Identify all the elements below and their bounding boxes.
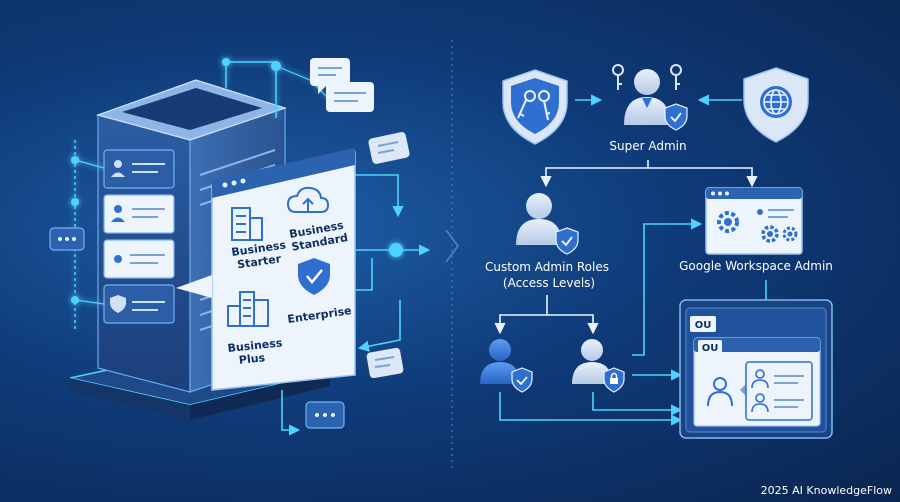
- chat-bubble-icon: [305, 401, 345, 429]
- admin-user-blue-icon: [480, 339, 533, 393]
- chat-bubble-icon: [310, 58, 350, 94]
- admin-user-white-icon: [572, 339, 625, 393]
- building-icon: [231, 207, 263, 241]
- custom-admin-roles-label: Custom Admin Roles: [485, 260, 609, 274]
- user-card-3: [103, 239, 175, 279]
- super-admin-label: Super Admin: [609, 139, 686, 153]
- workspace-admin-label: Google Workspace Admin: [679, 259, 833, 273]
- buildings-icon: [227, 291, 269, 327]
- section-divider: [445, 40, 459, 470]
- keys-shield-icon: [502, 69, 568, 145]
- gear-icon: [782, 226, 798, 242]
- shield-check-icon: [664, 103, 688, 131]
- plan-starter-line2: Starter: [236, 252, 282, 271]
- globe-shield-icon: [743, 67, 809, 143]
- cloud-upload-icon: [286, 186, 330, 213]
- chat-bubble-icon: [326, 82, 374, 112]
- key-icon: [612, 64, 682, 90]
- shield-icon: [110, 295, 126, 313]
- svg-text:Business Plus: Business Plus: [227, 336, 288, 368]
- plan-business-starter: Business Starter: [231, 207, 293, 272]
- ou-inner-container: OU: [693, 337, 821, 427]
- gear-icon: [761, 225, 779, 243]
- plan-business-plus: Business Plus: [227, 291, 288, 368]
- ou-inner-label: OU: [702, 343, 719, 354]
- user-icon: [751, 393, 769, 413]
- access-levels-label: (Access Levels): [503, 276, 595, 290]
- user-card-1: [103, 149, 175, 189]
- user-icon: [707, 377, 733, 407]
- shield-check-icon: [511, 367, 533, 393]
- shield-check-icon: [555, 227, 579, 255]
- user-card-2: [103, 194, 175, 234]
- user-icon: [114, 160, 122, 168]
- svg-text:Business Starter: Business Starter: [231, 238, 293, 272]
- arrow-to-workspace: [632, 218, 703, 356]
- user-icon: [751, 369, 769, 389]
- custom-roles-connectors: [494, 295, 599, 335]
- workspace-admin-window: [705, 187, 803, 255]
- user-icon: [114, 255, 122, 263]
- gear-icon: [717, 211, 739, 233]
- plan-plus-line2: Plus: [238, 351, 266, 367]
- super-admin-connectors: [540, 160, 758, 188]
- chat-bubble-icon: [366, 347, 404, 379]
- shield-check-icon: [298, 258, 330, 295]
- chat-bubble-icon: [49, 227, 85, 251]
- hub-node: [389, 243, 403, 257]
- chat-bubble-icon: [368, 132, 410, 164]
- user-card-4: [103, 284, 175, 324]
- user-to-ou-connectors: [499, 369, 683, 426]
- custom-admin-icon: [516, 193, 579, 255]
- plan-plus-line1: Business: [227, 336, 283, 355]
- super-admin-icon: [612, 64, 688, 131]
- user-icon: [114, 205, 122, 213]
- ou-outer-label: OU: [695, 320, 712, 331]
- connector-nodes-left: [71, 140, 105, 330]
- user-list-card: [745, 361, 813, 421]
- plan-connectors: [281, 174, 431, 436]
- footer-credit: 2025 AI KnowledgeFlow: [761, 484, 892, 497]
- globe-icon: [763, 89, 789, 115]
